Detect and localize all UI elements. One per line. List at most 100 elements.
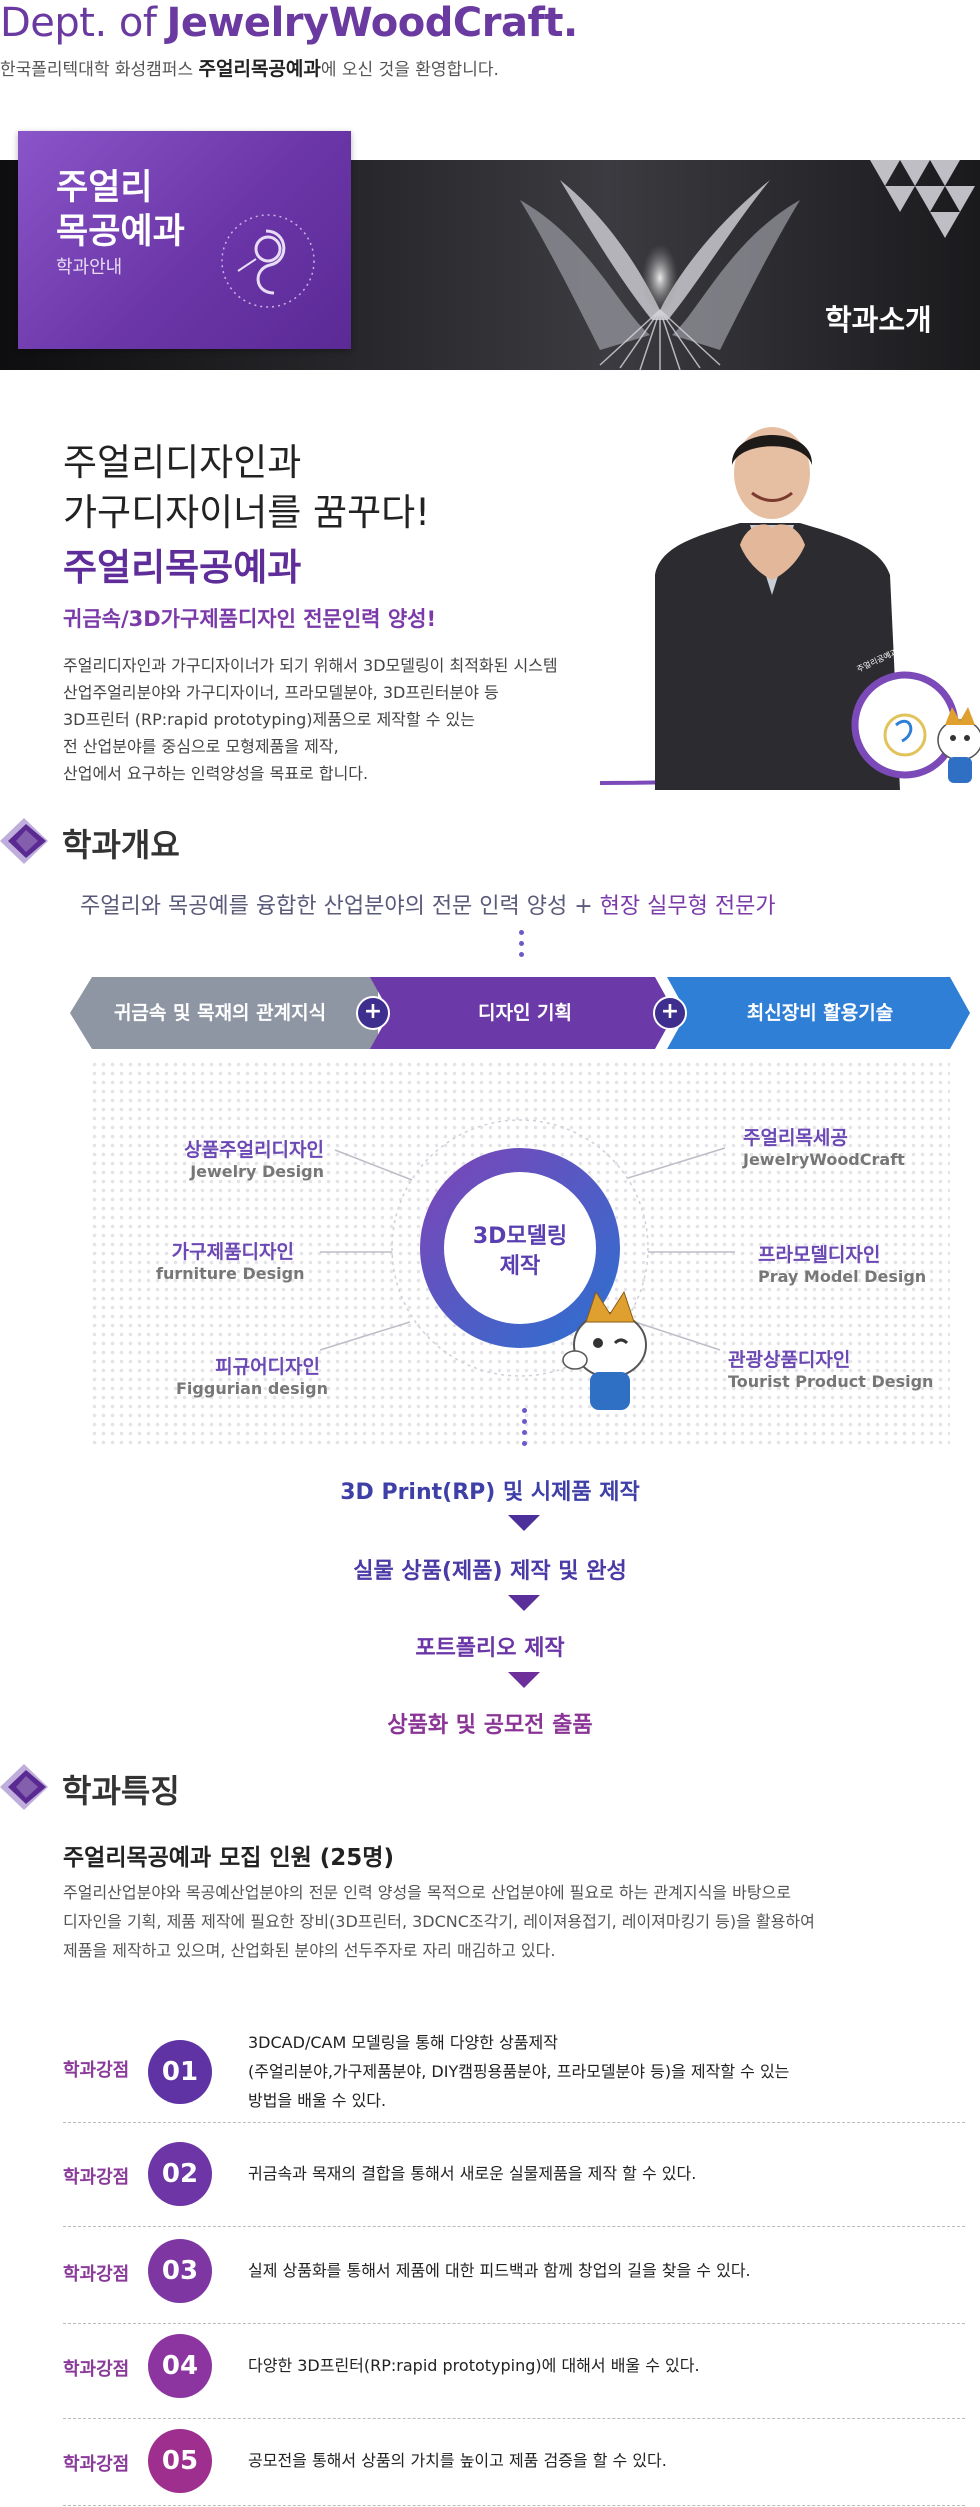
chevron-down-icon bbox=[508, 1595, 540, 1611]
features-title: 주얼리목공예과 모집 인원 (25명) bbox=[63, 1845, 394, 1871]
intro-line2: 가구디자이너를 꿈꾸다! bbox=[63, 491, 430, 534]
plus-icon: + bbox=[653, 996, 687, 1030]
strength-label: 학과강점 bbox=[63, 2359, 130, 2380]
strength-row: 학과강점 05 공모전을 통해서 상품의 가치를 높이고 제품 검증을 할 수 … bbox=[63, 2427, 965, 2507]
competency-bar: 귀금속 및 목재의 관계지식 디자인 기획 최신장비 활용기술 + + bbox=[70, 977, 970, 1049]
professor-photo bbox=[600, 427, 980, 790]
label-jewelry-woodcraft: 주얼리목세공 JewelryWoodCraft bbox=[743, 1123, 905, 1169]
strength-text: 실제 상품화를 통해서 제품에 대한 피드백과 함께 창업의 길을 찾을 수 있… bbox=[248, 2256, 751, 2285]
dept-prefix: Dept. of bbox=[0, 0, 157, 46]
intro-line1: 주얼리디자인과 bbox=[63, 441, 302, 484]
banner-subtitle: 학과안내 bbox=[56, 257, 123, 278]
strength-label: 학과강점 bbox=[63, 2454, 130, 2475]
strength-text: 3DCAD/CAM 모델링을 통해 다양한 상품제작 (주얼리분야,가구제품분야… bbox=[248, 2028, 789, 2115]
intro-dept: 주얼리목공예과 bbox=[63, 546, 302, 589]
strength-row: 학과강점 01 3DCAD/CAM 모델링을 통해 다양한 상품제작 (주얼리분… bbox=[63, 2028, 965, 2123]
features-heading: 학과특징 bbox=[62, 1772, 180, 1810]
dept-logo-icon bbox=[221, 214, 315, 308]
strength-text-line: 3DCAD/CAM 모델링을 통해 다양한 상품제작 bbox=[248, 2033, 558, 2052]
intro-paragraph: 주얼리디자인과 가구디자이너가 되기 위해서 3D모델링이 최적화된 시스템 산… bbox=[63, 652, 558, 787]
strength-label: 학과강점 bbox=[63, 2167, 130, 2188]
strength-label: 학과강점 bbox=[63, 2060, 130, 2081]
dashed-divider bbox=[63, 2505, 965, 2506]
overview-summary: 주얼리와 목공예를 융합한 산업분야의 전문 인력 양성 + 현장 실무형 전문… bbox=[80, 888, 776, 920]
dashed-divider bbox=[63, 2122, 965, 2123]
banner-title: 주얼리 목공예과 bbox=[56, 166, 185, 254]
dashed-divider bbox=[63, 2323, 965, 2324]
label-korean: 주얼리목세공 bbox=[743, 1127, 848, 1149]
flow-step-3: 포트폴리오 제작 bbox=[415, 1636, 565, 1661]
strength-label: 학과강점 bbox=[63, 2264, 130, 2285]
strength-row: 학과강점 03 실제 상품화를 통해서 제품에 대한 피드백과 함께 창업의 길… bbox=[63, 2237, 965, 2324]
strength-number: 04 bbox=[148, 2334, 212, 2398]
flow-step-1: 3D Print(RP) 및 시제품 제작 bbox=[340, 1480, 640, 1505]
chevron-down-icon bbox=[508, 1672, 540, 1688]
label-jewelry-design: 상품주얼리디자인 Jewelry Design bbox=[176, 1135, 324, 1181]
intro-paragraph-line: 3D프린터 (RP:rapid prototyping)제품으로 제작할 수 있… bbox=[63, 710, 475, 729]
strength-text-line: 공모전을 통해서 상품의 가치를 높이고 제품 검증을 할 수 있다. bbox=[248, 2451, 667, 2470]
intro-paragraph-line: 산업주얼리분야와 가구디자이너, 프라모델분야, 3D프린터분야 등 bbox=[63, 683, 499, 702]
label-english: JewelryWoodCraft bbox=[743, 1150, 905, 1169]
label-english: Tourist Product Design bbox=[728, 1372, 934, 1391]
label-tourist-product-design: 관광상품디자인 Tourist Product Design bbox=[728, 1345, 933, 1391]
intro-paragraph-line: 전 산업분야를 중심으로 모형제품을 제작, bbox=[63, 737, 339, 756]
strength-text-line: (주얼리분야,가구제품분야, DIY캠핑용품분야, 프라모델분야 등)을 제작할… bbox=[248, 2062, 790, 2081]
flow-step-4: 상품화 및 공모전 출품 bbox=[387, 1713, 593, 1738]
intro-paragraph-line: 산업에서 요구하는 인력양성을 목표로 합니다. bbox=[63, 764, 369, 783]
features-paragraph-line: 디자인을 기획, 제품 제작에 필요한 장비(3D프린터, 3DCNC조각기, … bbox=[63, 1912, 815, 1931]
banner-tag: 학과소개 bbox=[825, 303, 932, 337]
label-figure-design: 피규어디자인 Figgurian design bbox=[176, 1352, 328, 1398]
label-korean: 관광상품디자인 bbox=[728, 1349, 851, 1371]
strength-row: 학과강점 02 귀금속과 목재의 결합을 통해서 새로운 실물제품을 제작 할 … bbox=[63, 2140, 965, 2227]
diamond-icon bbox=[0, 1764, 48, 1810]
intro-subheading: 귀금속/3D가구제품디자인 전문인력 양성! bbox=[63, 607, 437, 631]
strength-text-line: 실제 상품화를 통해서 제품에 대한 피드백과 함께 창업의 길을 찾을 수 있… bbox=[248, 2261, 751, 2280]
chevron-shape-3 bbox=[667, 977, 970, 1049]
chevron-knowledge: 귀금속 및 목재의 관계지식 bbox=[113, 1002, 327, 1024]
label-korean: 프라모델디자인 bbox=[758, 1244, 881, 1266]
intro-paragraph-line: 주얼리디자인과 가구디자이너가 되기 위해서 3D모델링이 최적화된 시스템 bbox=[63, 656, 558, 675]
strength-text-line: 방법을 배울 수 있다. bbox=[248, 2091, 387, 2110]
dashed-divider bbox=[63, 2226, 965, 2227]
features-paragraph: 주얼리산업분야와 목공예산업분야의 전문 인력 양성을 목적으로 산업분야에 필… bbox=[63, 1878, 815, 1965]
dept-name: JewelryWoodCraft. bbox=[166, 0, 578, 46]
banner-title-line2: 목공예과 bbox=[56, 212, 185, 252]
dashed-divider bbox=[63, 2418, 965, 2419]
features-paragraph-line: 주얼리산업분야와 목공예산업분야의 전문 인력 양성을 목적으로 산업분야에 필… bbox=[63, 1883, 791, 1902]
label-english: furniture Design bbox=[156, 1264, 305, 1283]
chevron-down-icon bbox=[508, 1515, 540, 1531]
label-korean: 피규어디자인 bbox=[215, 1356, 320, 1378]
strength-number: 01 bbox=[148, 2040, 212, 2104]
strength-text-line: 다양한 3D프린터(RP:rapid prototyping)에 대해서 배울 … bbox=[248, 2356, 700, 2375]
dots-divider bbox=[519, 930, 525, 963]
label-english: Pray Model Design bbox=[758, 1267, 927, 1286]
welcome-post: 에 오신 것을 환영합니다. bbox=[320, 60, 499, 80]
competency-chevrons bbox=[70, 977, 970, 1049]
modeling-diagram bbox=[319, 1119, 735, 1410]
welcome-text: 한국폴리텍대학 화성캠퍼스 주얼리목공예과에 오신 것을 환영합니다. bbox=[0, 54, 499, 81]
intro-heading: 주얼리디자인과 가구디자이너를 꿈꾸다! bbox=[63, 438, 430, 538]
mascot-icon bbox=[562, 1290, 647, 1410]
center-label-line2: 제작 bbox=[499, 1254, 541, 1279]
chevron-design: 디자인 기획 bbox=[477, 1002, 572, 1024]
dots-divider bbox=[522, 1408, 528, 1452]
center-label-line1: 3D모델링 bbox=[472, 1224, 568, 1249]
banner-title-box: 주얼리 목공예과 학과안내 bbox=[18, 131, 351, 349]
plus-icon: + bbox=[356, 996, 390, 1030]
chevron-shape-2 bbox=[370, 977, 675, 1049]
strength-text: 귀금속과 목재의 결합을 통해서 새로운 실물제품을 제작 할 수 있다. bbox=[248, 2159, 696, 2188]
strength-number: 02 bbox=[148, 2142, 212, 2206]
overview-heading: 학과개요 bbox=[62, 826, 180, 864]
label-furniture-design: 가구제품디자인 furniture Design bbox=[156, 1237, 305, 1283]
label-korean: 상품주얼리디자인 bbox=[184, 1139, 324, 1161]
label-pray-model-design: 프라모델디자인 Pray Model Design bbox=[758, 1240, 926, 1286]
features-paragraph-line: 제품을 제작하고 있으며, 산업화된 분야의 선두주자로 자리 매김하고 있다. bbox=[63, 1941, 556, 1960]
label-english: Figgurian design bbox=[176, 1379, 328, 1398]
label-korean: 가구제품디자인 bbox=[171, 1241, 294, 1263]
strength-row: 학과강점 04 다양한 3D프린터(RP:rapid prototyping)에… bbox=[63, 2332, 965, 2419]
flow-step-2: 실물 상품(제품) 제작 및 완성 bbox=[353, 1559, 627, 1584]
overview-summary-highlight: 현장 실무형 전문가 bbox=[599, 894, 776, 919]
banner-title-line1: 주얼리 bbox=[56, 168, 153, 208]
welcome-pre: 한국폴리텍대학 화성캠퍼스 bbox=[0, 60, 199, 80]
